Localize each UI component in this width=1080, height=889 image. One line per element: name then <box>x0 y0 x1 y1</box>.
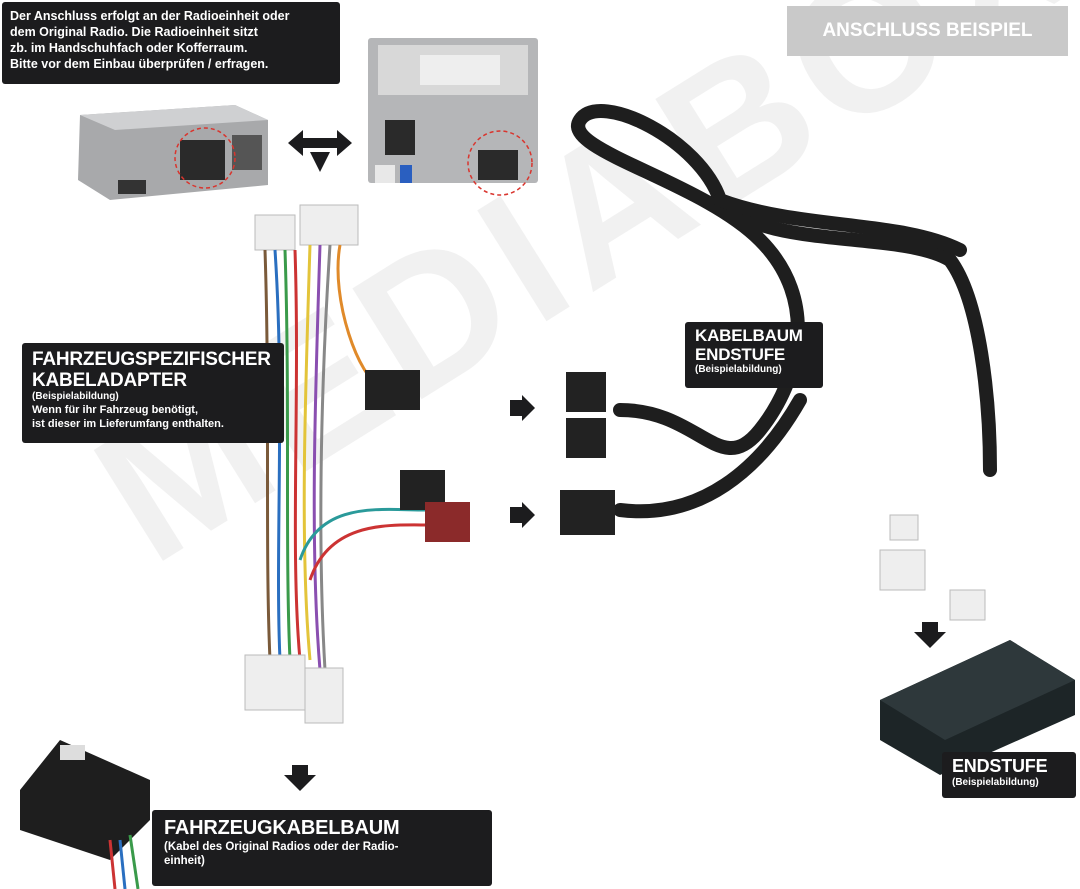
vehicle-harness-subtitle: (Kabel des Original Radios oder der Radi… <box>164 841 399 853</box>
harness-subtitle: (Beispielabildung) <box>695 364 782 375</box>
vehicle-adapter-image <box>244 204 470 724</box>
adapter-subtitle: (Beispielabildung) <box>32 391 119 402</box>
vehicle-harness-label: FAHRZEUGKABELBAUM (Kabel des Original Ra… <box>152 810 492 886</box>
amplifier-title: ENDSTUFE <box>952 756 1048 776</box>
arrow-right-icon <box>510 395 535 421</box>
amplifier-harness-image <box>571 104 997 519</box>
vehicle-connector-image <box>20 740 150 889</box>
amplifier-image <box>880 640 1075 775</box>
arrow-down-icon <box>914 622 946 648</box>
adapter-desc: Wenn für ihr Fahrzeug benötigt, <box>32 404 199 416</box>
vehicle-harness-title: FAHRZEUGKABELBAUM <box>164 817 400 839</box>
adapter-title: KABELADAPTER <box>32 370 187 391</box>
adapter-desc: ist dieser im Lieferumfang enthalten. <box>32 418 224 430</box>
adapter-label: FAHRZEUGSPEZIFISCHER KABELADAPTER (Beisp… <box>22 343 284 443</box>
note-line: Der Anschluss erfolgt an der Radioeinhei… <box>10 9 290 23</box>
adapter-title: FAHRZEUGSPEZIFISCHER <box>32 349 271 370</box>
double-arrow-icon <box>288 130 352 172</box>
harness-label: KABELBAUM ENDSTUFE (Beispielabildung) <box>685 322 823 388</box>
note-line: dem Original Radio. Die Radioeinheit sit… <box>10 25 258 39</box>
harness-connectors-image <box>560 372 986 621</box>
note-line: zb. im Handschuhfach oder Kofferraum. <box>10 41 248 55</box>
example-badge: ANSCHLUSS BEISPIEL <box>787 6 1068 56</box>
harness-title: ENDSTUFE <box>695 345 786 364</box>
arrow-right-icon <box>510 502 535 528</box>
vehicle-harness-subtitle: einheit) <box>164 855 205 867</box>
amplifier-subtitle: (Beispielabildung) <box>952 777 1039 788</box>
harness-title: KABELBAUM <box>695 326 803 345</box>
note-line: Bitte vor dem Einbau überprüfen / erfrag… <box>10 57 269 71</box>
installation-note: Der Anschluss erfolgt an der Radioeinhei… <box>2 2 340 84</box>
radio-unit-image <box>78 105 268 200</box>
arrow-down-icon <box>284 765 316 791</box>
original-radio-image <box>368 38 538 196</box>
amplifier-label: ENDSTUFE (Beispielabildung) <box>942 752 1076 798</box>
